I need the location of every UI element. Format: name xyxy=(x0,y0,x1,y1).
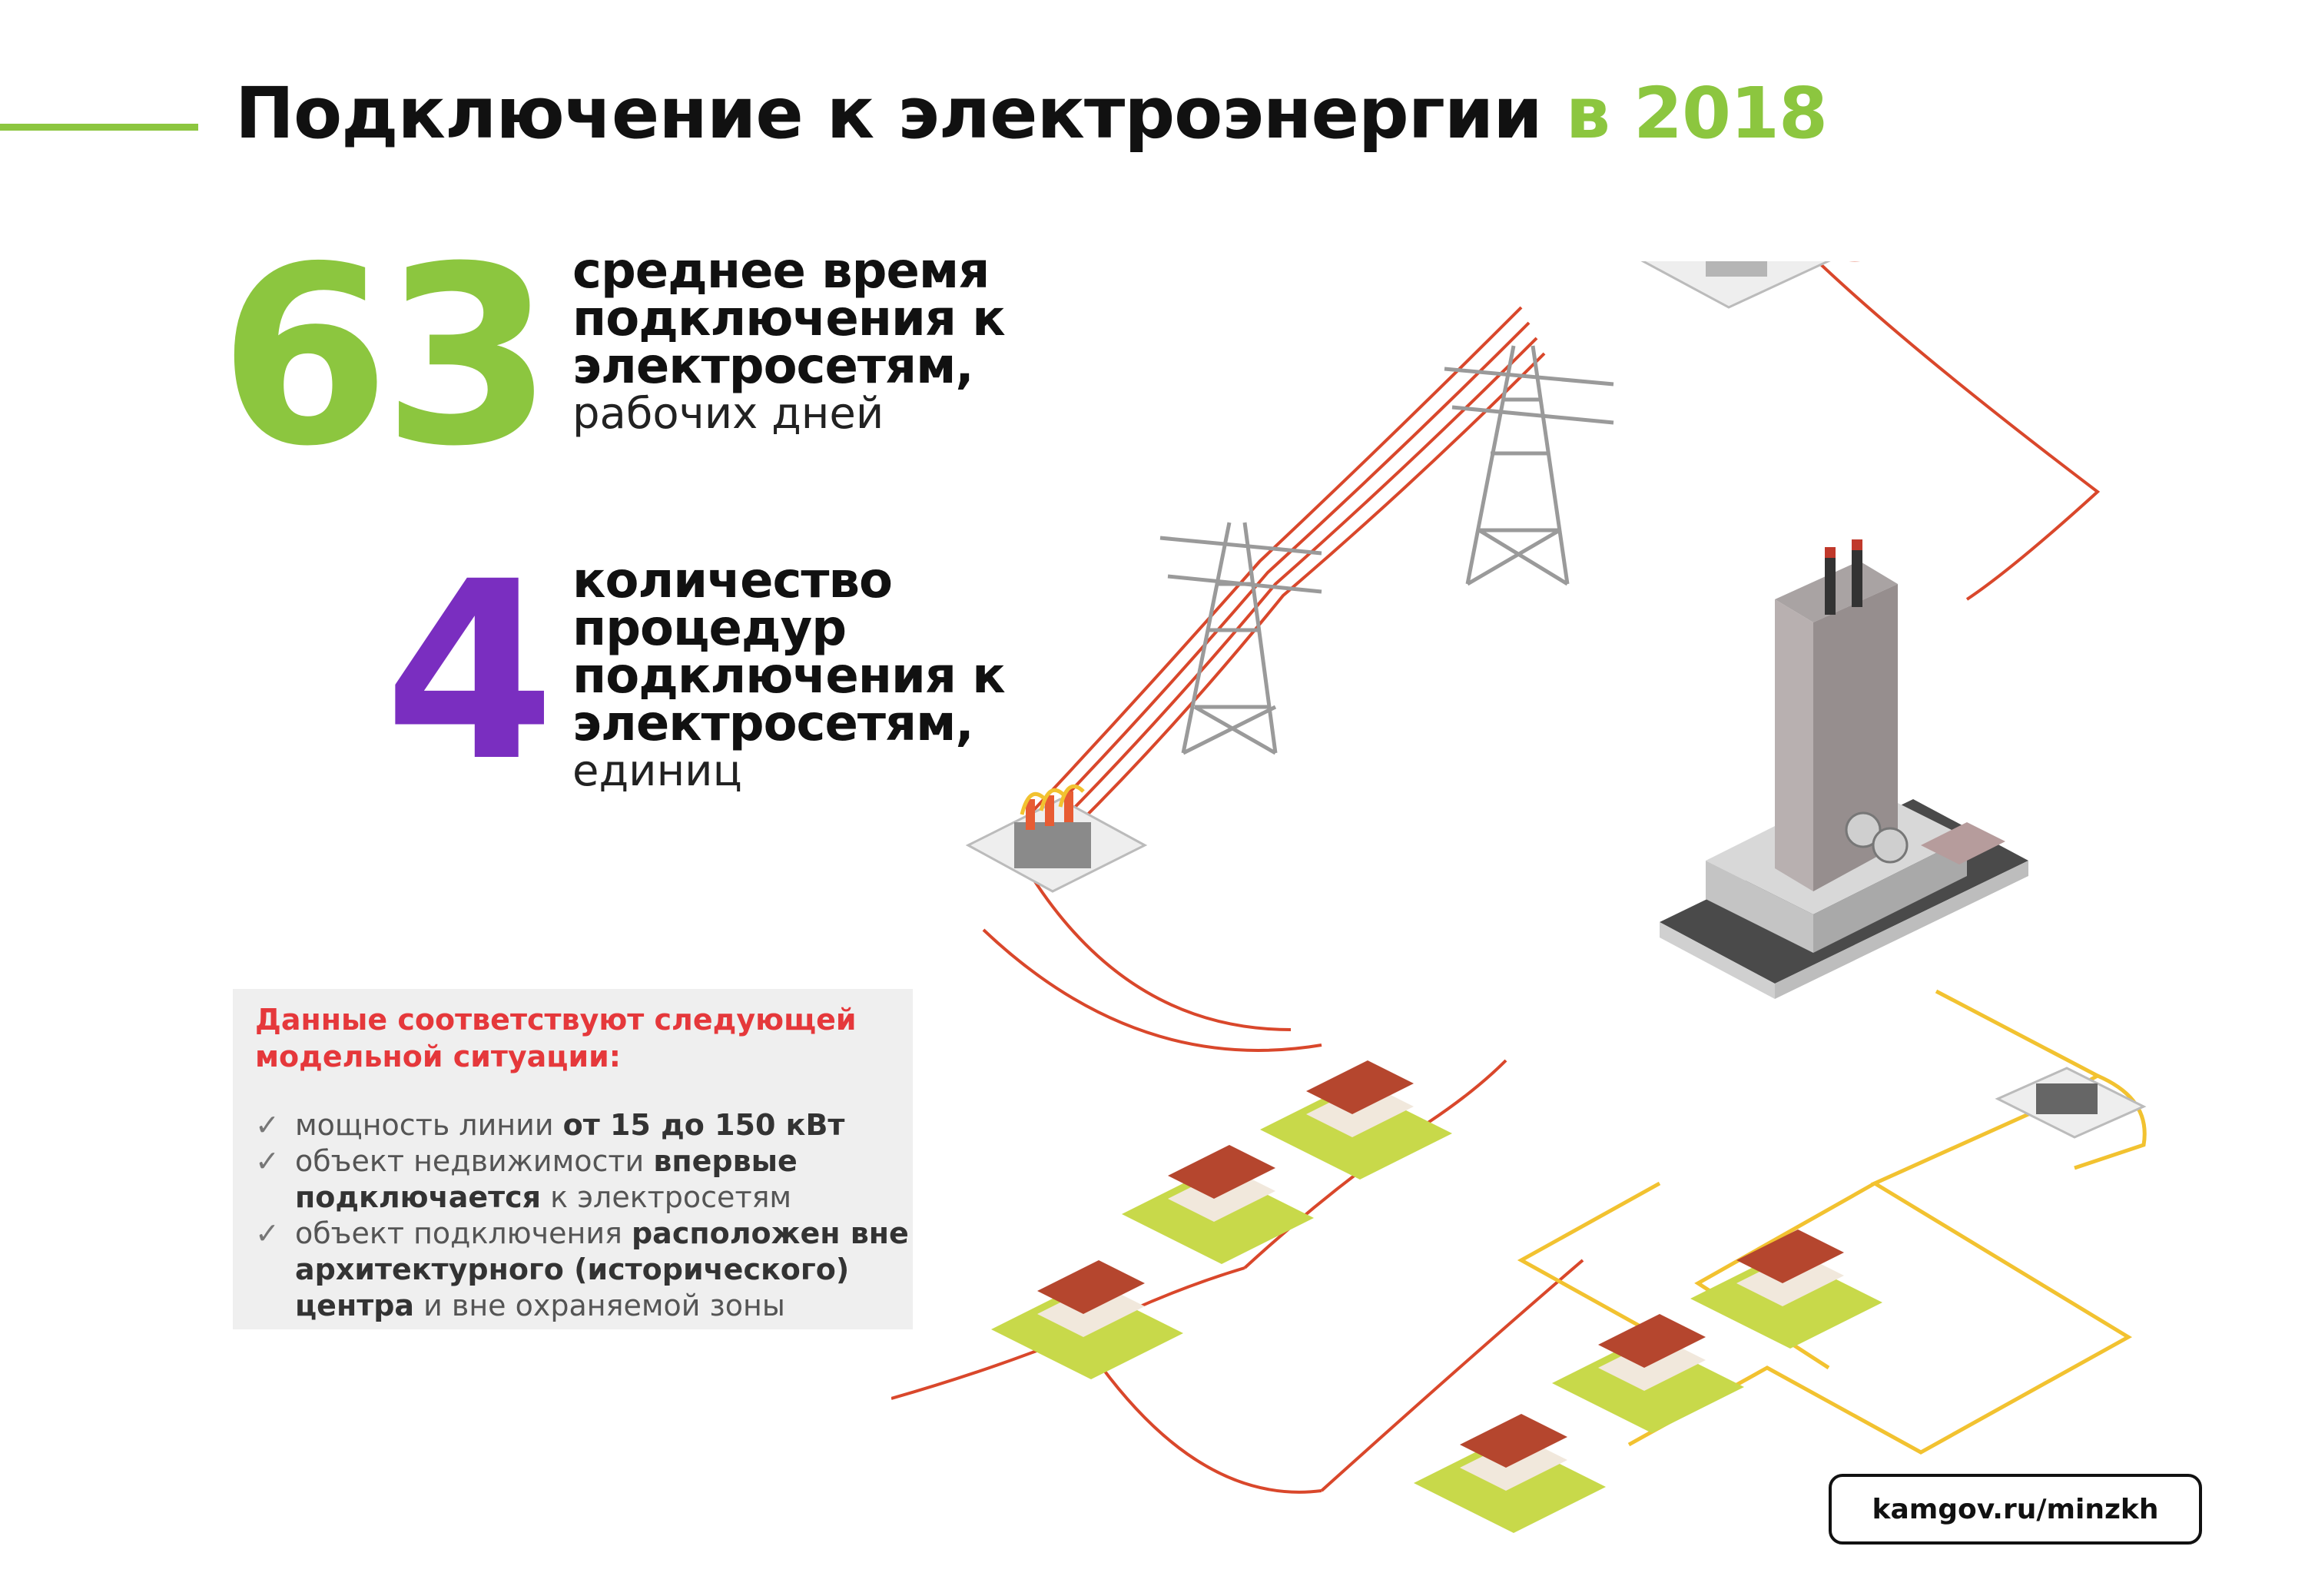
page-title: Подключение к электроэнергии в 2018 xyxy=(235,72,1828,154)
stat-unit: единиц xyxy=(572,746,742,796)
power-lines xyxy=(891,261,2101,1494)
transformer-icon xyxy=(1995,1067,2147,1139)
stat-unit: рабочих дней xyxy=(572,389,884,439)
house-icon xyxy=(1552,1314,1744,1433)
check-icon: ✓ xyxy=(255,1144,280,1178)
title-year: в 2018 xyxy=(1565,72,1828,154)
list-item: ✓объект подключения расположен вне архит… xyxy=(255,1216,909,1322)
house-icon xyxy=(1414,1414,1606,1533)
stat-label-connection-time: среднее время подключения к электросетям… xyxy=(572,243,1006,439)
list-item: ✓объект недвижимости впервые подключаетс… xyxy=(255,1144,798,1214)
list-item: ✓мощность линии от 15 до 150 кВт xyxy=(255,1108,845,1142)
power-grid-illustration xyxy=(891,261,2147,1533)
stat-value-procedures: 4 xyxy=(384,529,556,815)
house-icon xyxy=(1260,1060,1452,1180)
substation-icon xyxy=(965,784,1148,893)
power-plant-icon xyxy=(1660,539,2028,999)
tower-icon xyxy=(1159,522,1322,755)
house-icon xyxy=(1122,1145,1314,1264)
conditions-list: ✓мощность линии от 15 до 150 кВт ✓объект… xyxy=(255,1107,913,1324)
house-icon xyxy=(991,1260,1183,1379)
check-icon: ✓ xyxy=(255,1216,280,1250)
stat-label-procedures: количество процедур подключения к электр… xyxy=(572,552,1006,796)
tower-icon xyxy=(1444,345,1614,586)
substation-icon xyxy=(1640,261,1831,309)
check-icon: ✓ xyxy=(255,1108,280,1142)
stat-value-connection-time: 63 xyxy=(219,214,553,500)
accent-line xyxy=(0,124,198,131)
house-icon xyxy=(1690,1229,1882,1349)
website-link[interactable]: kamgov.ru/minzkh xyxy=(1829,1474,2202,1545)
